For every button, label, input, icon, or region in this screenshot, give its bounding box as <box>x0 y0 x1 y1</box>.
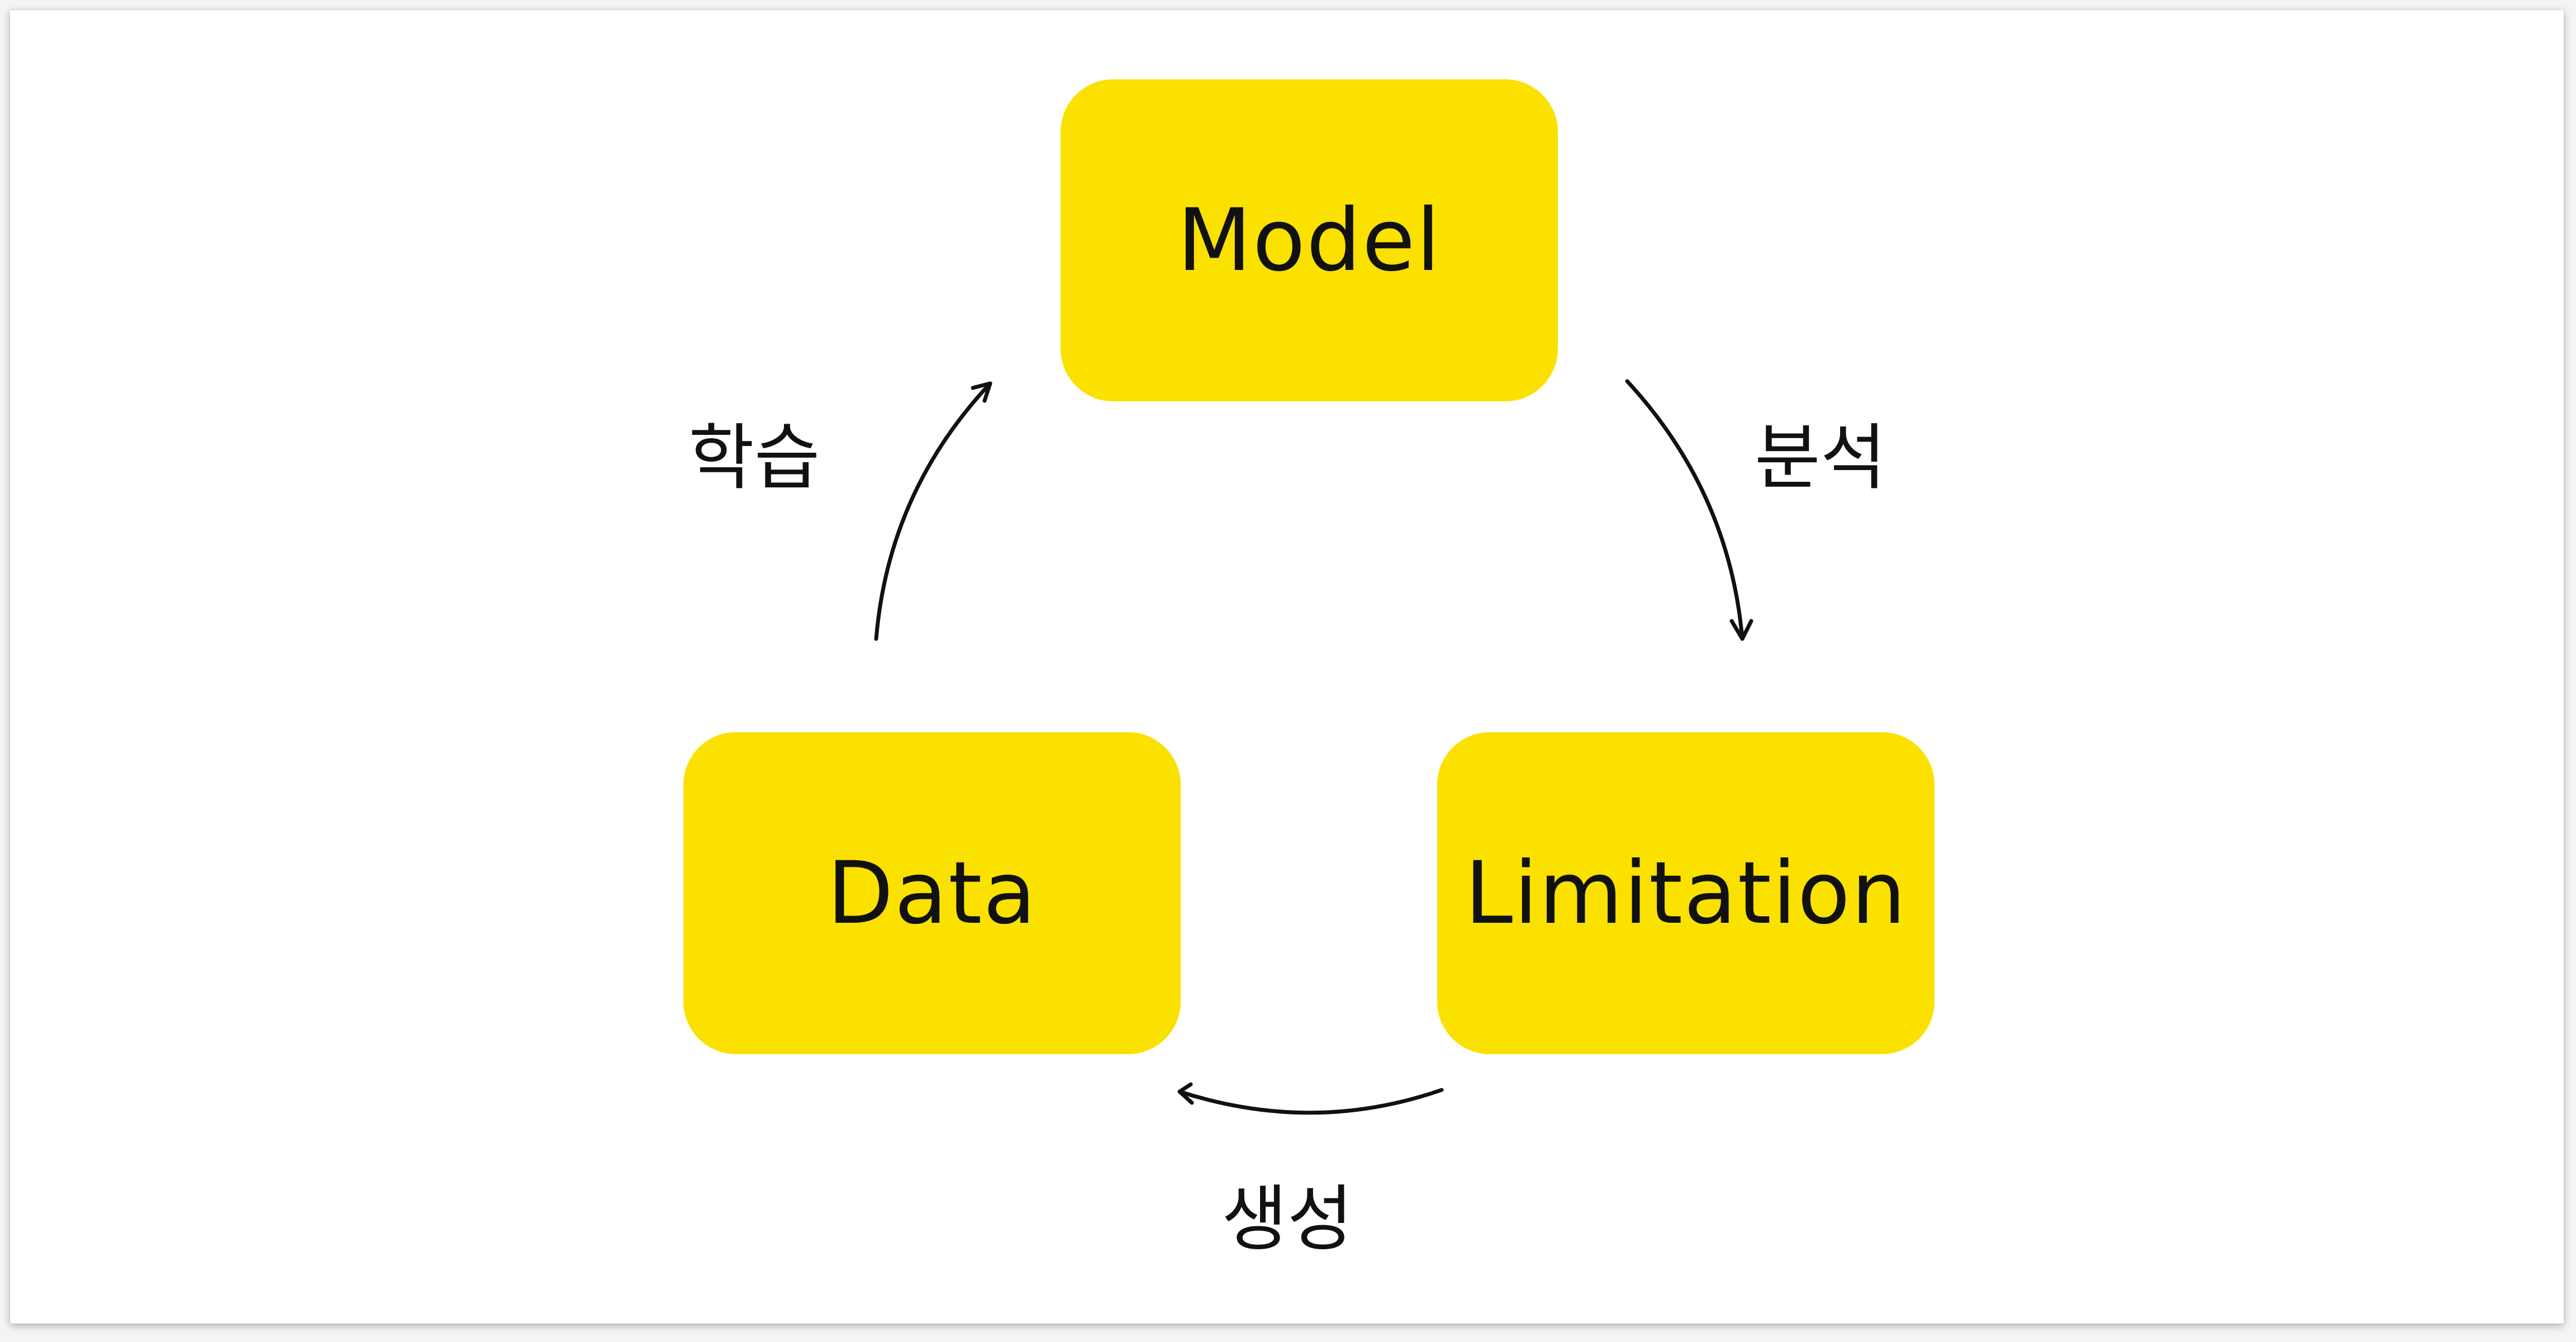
node-model: Model <box>1061 79 1558 401</box>
arrow-head-model-to-limitation <box>1729 619 1753 641</box>
node-data: Data <box>683 732 1181 1054</box>
edge-label-learn: 학습 <box>688 416 820 500</box>
arrow-head-data-to-model <box>971 381 992 403</box>
arrow-data-to-model <box>874 381 992 641</box>
arrow-model-to-limitation <box>1625 379 1745 641</box>
arrow-limitation-to-data <box>1177 1088 1444 1115</box>
edge-label-analyze: 분석 <box>1755 416 1886 500</box>
node-limitation: Limitation <box>1437 732 1935 1054</box>
edge-label-generate: 생성 <box>1222 1178 1353 1261</box>
arrow-head-limitation-to-data <box>1177 1082 1194 1105</box>
